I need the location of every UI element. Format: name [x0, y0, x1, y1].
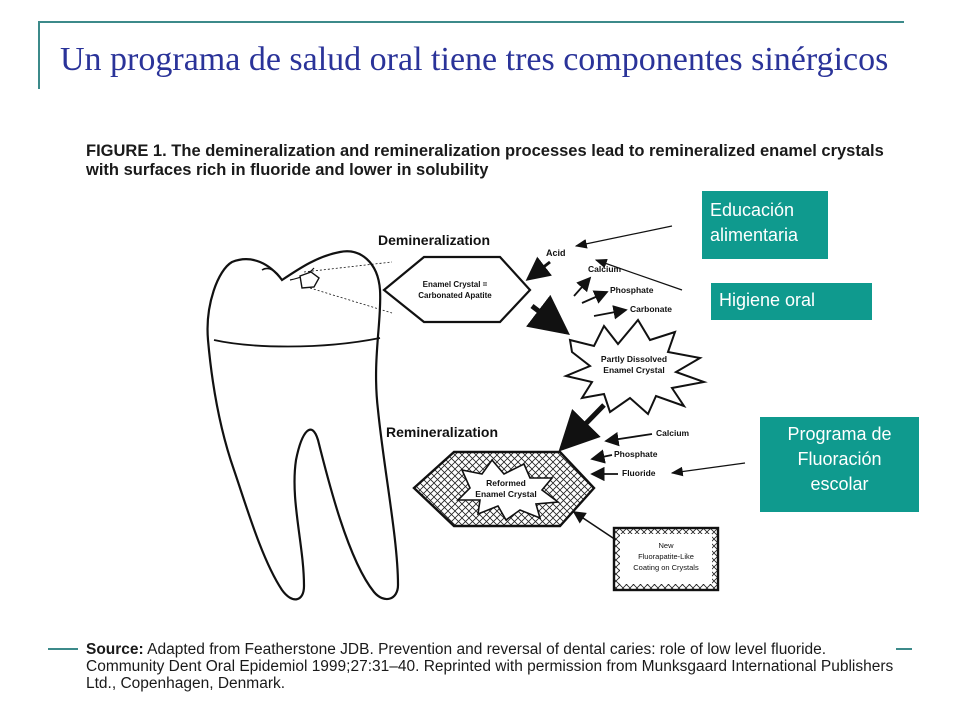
enamel-crystal-label-1: Enamel Crystal =	[423, 280, 488, 289]
coating-label-3: Coating on Crystals	[633, 563, 699, 572]
callout-fluoride-line-1: Programa de	[787, 424, 892, 444]
figure-caption-label: FIGURE 1.	[86, 142, 167, 160]
bottom-left-accent-rule	[48, 648, 78, 650]
callout-fluoride-line-2: Fluoración	[797, 449, 882, 469]
demin-carbonate-label: Carbonate	[630, 304, 672, 314]
hygiene-pointer-arrow	[594, 259, 683, 291]
figure-caption-text: The demineralization and remineralizatio…	[86, 142, 884, 179]
coating-label-1: New	[658, 541, 674, 550]
callout-diet-line-2: alimentaria	[710, 225, 799, 245]
demineralization-heading: Demineralization	[378, 232, 490, 248]
coating-label-2: Fluorapatite-Like	[638, 552, 694, 561]
fluoride-pointer-arrow	[670, 462, 746, 477]
acid-arrow	[525, 256, 552, 281]
enamel-crystal-hexagon	[382, 255, 532, 324]
callout-higiene-oral: Higiene oral	[711, 283, 872, 320]
partly-dissolved-label-2: Enamel Crystal	[603, 365, 664, 375]
acid-label: Acid	[546, 248, 566, 258]
callout-diet-line-1: Educación	[710, 200, 795, 220]
source-label: Source:	[86, 641, 144, 658]
partly-dissolved-label-1: Partly Dissolved	[601, 354, 667, 364]
demin-carbonate-arrow	[593, 305, 628, 320]
callout-programa-fluoracion: Programa de Fluoración escolar	[760, 417, 919, 512]
tooth-outline	[206, 250, 400, 601]
enamel-crystal-label-2: Carbonated Apatite	[418, 291, 492, 300]
remin-calcium-label: Calcium	[656, 428, 690, 438]
source-text: Adapted from Featherstone JDB. Preventio…	[86, 641, 894, 692]
remin-calcium-arrow	[604, 431, 653, 447]
reformed-crystal-core	[456, 458, 561, 522]
callout-fluoride-line-3: escolar	[810, 474, 869, 494]
demin-phosphate-label: Phosphate	[610, 285, 654, 295]
reformed-crystal-label-1: Reformed	[486, 478, 526, 488]
callout-hygiene-text: Higiene oral	[719, 290, 816, 310]
left-accent-rule	[38, 21, 40, 89]
demin-phosphate-arrow	[581, 290, 609, 304]
tooth-crystal-spot	[299, 271, 320, 289]
remineralization-heading: Remineralization	[386, 424, 498, 440]
coating-pointer	[572, 511, 617, 541]
partly-dissolved-burst	[562, 318, 708, 416]
diet-pointer-arrow	[574, 225, 673, 249]
tooth-cej-line	[213, 337, 381, 348]
demin-calcium-arrow	[573, 276, 592, 297]
slide-title: Un programa de salud oral tiene tres com…	[60, 41, 889, 78]
demin-calcium-label: Calcium	[588, 264, 622, 274]
remin-phosphate-label: Phosphate	[614, 449, 658, 459]
burst-to-reformed-arrow	[558, 403, 606, 452]
remin-phosphate-arrow	[590, 449, 613, 464]
figure-source-note: Source: Adapted from Featherstone JDB. P…	[86, 641, 906, 692]
reformed-crystal-label-2: Enamel Crystal	[475, 489, 536, 499]
bottom-right-accent-rule	[896, 648, 912, 650]
figure-caption: FIGURE 1. The demineralization and remin…	[86, 142, 886, 180]
top-accent-rule	[38, 21, 904, 23]
callout-educacion-alimentaria: Educación alimentaria	[702, 191, 828, 259]
remin-fluoride-label: Fluoride	[622, 468, 656, 478]
demin-to-burst-arrow	[526, 294, 570, 336]
